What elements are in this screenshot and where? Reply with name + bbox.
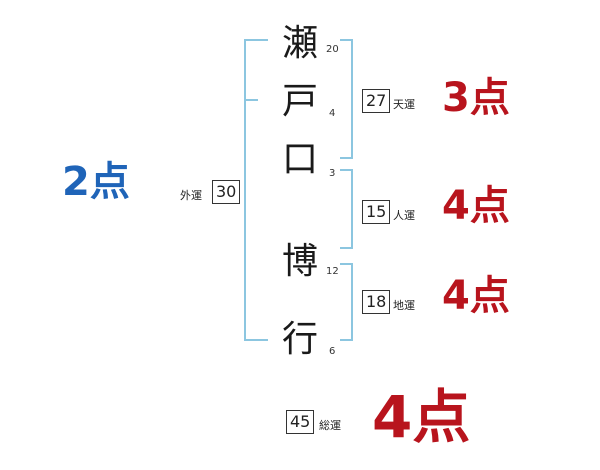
stroke-count-4: 12 <box>326 266 339 277</box>
name-char-5: 行 <box>281 319 318 360</box>
outer-fortune-score: 2点 <box>62 159 130 205</box>
earth-fortune-score: 4点 <box>442 273 510 319</box>
person-fortune-label: 人運 <box>393 209 415 222</box>
total-fortune-label: 総運 <box>319 419 341 432</box>
earth-bracket <box>340 263 353 341</box>
stroke-count-2: 4 <box>329 108 336 119</box>
heaven-fortune-value: 27 <box>362 89 391 113</box>
person-fortune-score: 4点 <box>442 183 510 229</box>
heaven-bracket <box>340 39 353 159</box>
earth-fortune-label: 地運 <box>393 299 415 312</box>
total-fortune-value: 45 <box>286 410 315 434</box>
stroke-count-3: 3 <box>329 168 336 179</box>
person-fortune-value: 15 <box>362 200 391 224</box>
stroke-count-1: 20 <box>326 44 339 55</box>
name-char-4: 博 <box>281 241 318 282</box>
outer-fortune-label: 外運 <box>180 189 202 202</box>
heaven-fortune-label: 天運 <box>393 98 415 111</box>
outer-bracket <box>244 39 268 341</box>
heaven-fortune-score: 3点 <box>442 75 510 121</box>
stroke-count-5: 6 <box>329 346 336 357</box>
total-fortune-score: 4点 <box>372 383 471 451</box>
name-char-2: 戸 <box>281 81 318 122</box>
earth-fortune-value: 18 <box>362 290 391 314</box>
outer-fortune-value: 30 <box>212 180 241 204</box>
name-char-3: 口 <box>281 139 318 180</box>
name-char-1: 瀬 <box>281 23 318 64</box>
person-bracket <box>340 169 353 249</box>
